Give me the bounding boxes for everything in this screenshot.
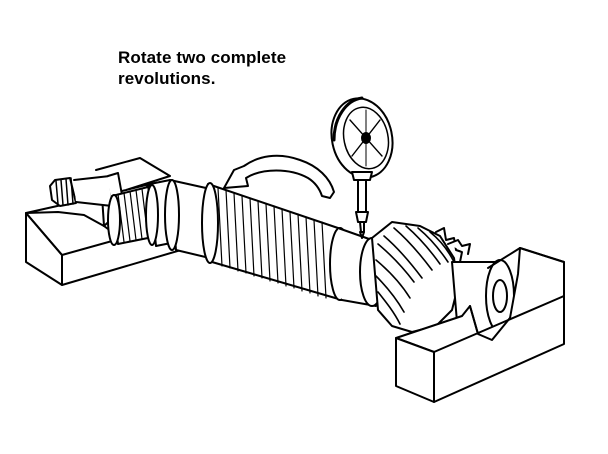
- rotation-arrow-icon: [223, 154, 335, 199]
- helical-gear: [371, 221, 471, 333]
- instruction-line-1: Rotate two complete: [118, 48, 287, 67]
- main-spline-section: [201, 182, 351, 301]
- dial-indicator: [330, 96, 394, 239]
- instruction-text: Rotate two complete revolutions.: [118, 47, 378, 89]
- instruction-line-2: revolutions.: [118, 69, 216, 88]
- right-v-block: [395, 247, 565, 403]
